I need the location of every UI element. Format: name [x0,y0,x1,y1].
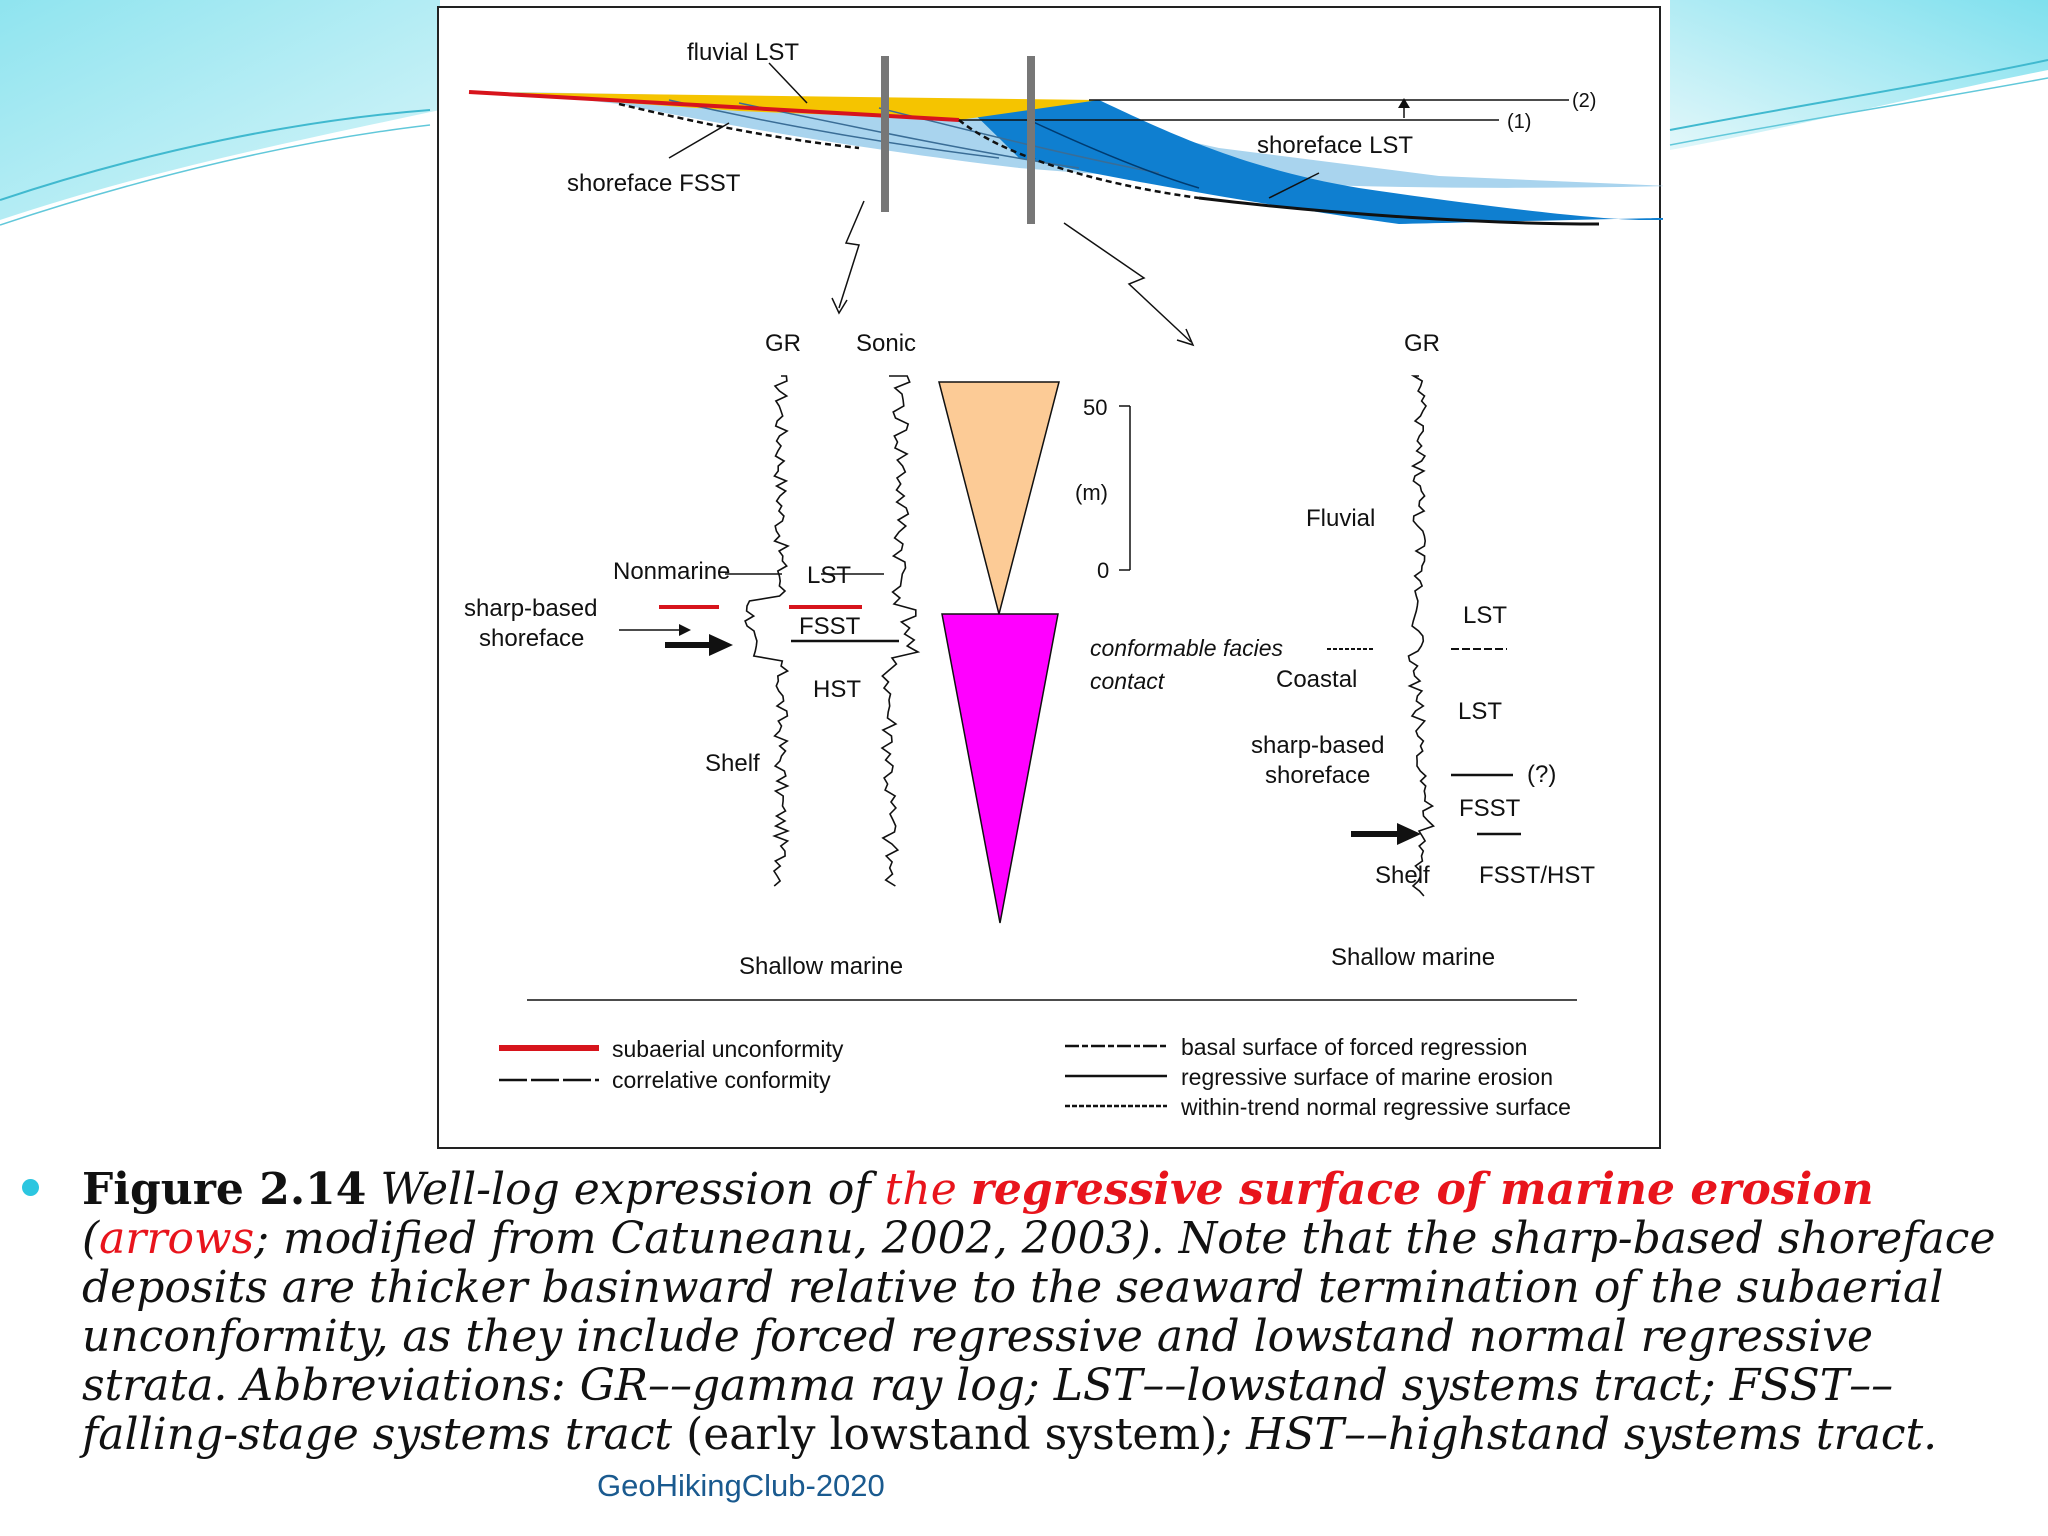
caption-part5: ; HST––highstand systems tract. [1217,1409,1938,1460]
left-well-log: GR Sonic Nonmarine LST FSST HST Shelf sh… [464,330,921,980]
caption-label: Figure 2.14 [82,1164,367,1215]
shoreface-lst-wedge [959,100,1663,224]
label-sharp-based-r2: shoreface [1265,762,1370,789]
label-shallow-marine-right: Shallow marine [1331,944,1495,971]
caption-part4: (early lowstand system) [672,1409,1218,1460]
caption-part2: ( [82,1213,100,1264]
label-shoreface-fsst: shoreface FSST [567,170,741,197]
legend-subaerial: subaerial unconformity [612,1036,844,1062]
transgressive-triangle [941,613,1059,924]
caption-highlight: regressive surface of marine erosion [970,1164,1874,1215]
subaerial-unconformity-line [468,90,960,122]
label-sonic: Sonic [856,330,916,357]
arrow-to-right-log [1063,222,1192,343]
legend-basal: basal surface of forced regression [1181,1034,1527,1060]
legend-correlative: correlative conformity [612,1067,831,1093]
label-sharp-based-2: shoreface [479,625,584,652]
label-coastal: Coastal [1276,666,1357,693]
label-fsst-hst: FSST/HST [1479,862,1595,889]
label-conformable-1: conformable facies [1090,635,1284,661]
bullet-icon [22,1179,39,1196]
caption-part3: ; modified from Catuneanu, 2002, 2003). … [82,1213,1996,1460]
label-sharp-based-1: sharp-based [464,595,597,622]
gr-log-curve [744,375,790,887]
label-shoreface-lst: shoreface LST [1257,132,1413,159]
legend-within-trend: within-trend normal regressive surface [1180,1094,1571,1120]
legend: subaerial unconformity correlative confo… [499,1034,1571,1120]
cross-section: fluvial LST shoreface FSST shoreface LST… [468,39,1663,347]
caption-arrows: arrows [99,1213,255,1264]
scale-top: 50 [1083,395,1107,420]
label-gr-right: GR [1404,330,1440,357]
sonic-log-curve [880,375,921,887]
regressive-triangle [938,381,1060,617]
scale-bottom: 0 [1097,558,1109,583]
well-1 [881,56,889,212]
figure-panel: fluvial LST shoreface FSST shoreface LST… [437,6,1663,1149]
label-hst-left: HST [813,676,861,703]
right-well-log: GR Fluvial LST conformable facies contac… [1090,330,1595,971]
label-fluvial-lst: fluvial LST [687,39,799,66]
label-nonmarine: Nonmarine [613,558,730,585]
scale-bar [1119,405,1131,571]
label-conformable-2: contact [1090,668,1166,694]
credit-text: GeoHikingClub-2020 [597,1468,885,1503]
wave-left [0,0,440,220]
label-fluvial: Fluvial [1306,505,1375,532]
well-2 [1027,56,1035,224]
caption-text: Figure 2.14 Well-log expression of the r… [82,1165,2022,1459]
figure-caption: Figure 2.14 Well-log expression of the r… [22,1165,2022,1459]
legend-regressive: regressive surface of marine erosion [1181,1064,1553,1090]
label-level-2: (2) [1572,90,1596,112]
gr-log-curve-right [1407,375,1436,897]
label-lst-upper: LST [1463,602,1507,629]
label-lst-left: LST [807,562,851,589]
label-lst-lower: LST [1458,698,1502,725]
label-shallow-marine-left: Shallow marine [739,953,903,980]
label-shelf-left: Shelf [705,750,760,777]
trend-triangles: 50 (m) 0 [938,381,1131,924]
label-shelf-right: Shelf [1375,862,1430,889]
label-fsst-left: FSST [799,613,861,640]
arrow-to-left-log [838,200,865,309]
scale-unit: (m) [1075,480,1108,505]
wave-right [1670,0,2048,150]
label-fsst-right: FSST [1459,795,1521,822]
label-level-1: (1) [1507,111,1531,133]
label-question: (?) [1527,761,1556,788]
label-sharp-based-r1: sharp-based [1251,732,1384,759]
caption-the: the [884,1164,971,1215]
label-gr-left: GR [765,330,801,357]
caption-part1: Well-log expression of [366,1164,885,1215]
